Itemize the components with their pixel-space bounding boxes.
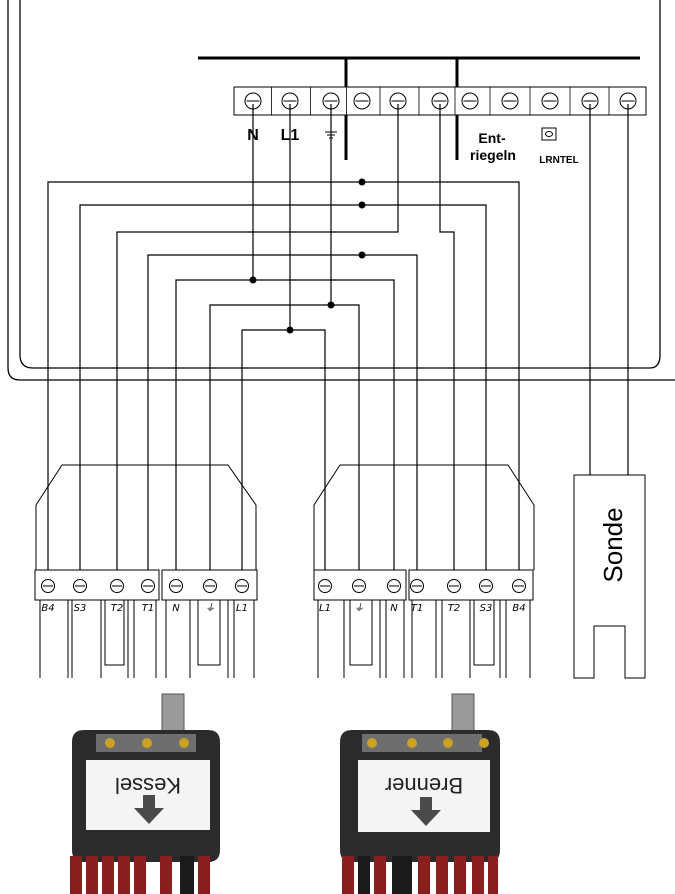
pin-label: N [172, 603, 180, 614]
sonde-probe: Sonde [573, 474, 646, 679]
terminal-screw-icon [141, 579, 155, 593]
kessel-plug: Kessel [70, 693, 220, 894]
terminal-screw-icon [512, 579, 526, 593]
junction-dot [358, 251, 366, 259]
plug-screw-icon [142, 738, 152, 748]
pin-label: L1 [236, 603, 248, 614]
terminal-screw-icon [447, 579, 461, 593]
pin-label: L1 [319, 603, 331, 614]
plug-screw-icon [179, 738, 189, 748]
terminal-screw-icon [389, 92, 407, 110]
pin-label: B4 [512, 603, 525, 614]
brenner-plug-label: Brenner [385, 773, 463, 798]
plug-screw-icon [479, 738, 489, 748]
junction-dot [358, 201, 366, 209]
brenner-plug: Brenner [340, 693, 500, 894]
brenner-connector-housing [313, 464, 535, 678]
pin-label: S3 [480, 603, 493, 614]
entriegeln-label-line2: riegeln [470, 147, 516, 163]
top-labels: N L1 Ent- riegeln LRNTEL [247, 122, 579, 166]
terminal-screw-icon [244, 92, 262, 110]
pin-label: T2 [448, 603, 460, 614]
plug-cable [451, 693, 475, 735]
sonde-label: Sonde [598, 507, 628, 582]
plug-screw-icon [367, 738, 377, 748]
pin-label: T2 [111, 603, 123, 614]
top-terminal-strip [233, 86, 647, 116]
terminal-screw-icon [410, 579, 424, 593]
pin-label: ⏚ [354, 603, 364, 614]
kessel-connector-housing [34, 464, 258, 678]
terminal-screw-icon [387, 579, 401, 593]
plug-screw-icon [105, 738, 115, 748]
down-arrow-icon [134, 795, 164, 824]
plug-pins [70, 856, 210, 894]
terminal-screw-icon [619, 92, 637, 110]
terminal-screw-icon [169, 579, 183, 593]
terminal-screw-icon [541, 92, 559, 110]
pin-label: ⏚ [205, 603, 215, 614]
entriegeln-label-line1: Ent- [478, 130, 506, 146]
brenner-pin-row: L1 ⏚ N T1 T2 S3 B4 [318, 579, 526, 614]
terminal-screw-icon [318, 579, 332, 593]
terminal-screw-icon [110, 579, 124, 593]
kessel-pin-row: B4 S3 T2 T1 N ⏚ L1 [41, 579, 249, 614]
junction-dot [249, 276, 257, 284]
terminal-screw-icon [479, 579, 493, 593]
kessel-plug-label: Kessel [115, 773, 181, 798]
wires [47, 104, 629, 570]
pin-label: N [390, 603, 398, 614]
terminal-screw-icon [73, 579, 87, 593]
plug-cable [161, 693, 185, 735]
junction-dot [286, 326, 294, 334]
terminal-screw-icon [461, 92, 479, 110]
terminal-screw-icon [353, 92, 371, 110]
housing-outline [7, 0, 675, 381]
down-arrow-icon [411, 797, 441, 826]
plug-top-plate [362, 734, 482, 752]
plug-screw-icon [407, 738, 417, 748]
terminal-screw-icon [352, 579, 366, 593]
pin-label: T1 [411, 603, 423, 614]
lrntel-label: LRNTEL [539, 155, 578, 166]
terminal-screw-icon [41, 579, 55, 593]
terminal-screw-icon [501, 92, 519, 110]
junction-dot [327, 301, 335, 309]
plug-screw-icon [443, 738, 453, 748]
terminal-screw-icon [235, 579, 249, 593]
junction-dot [358, 178, 366, 186]
lrntel-lamp-icon [541, 127, 557, 141]
junction-dots [249, 178, 366, 334]
pin-label: T1 [142, 603, 154, 614]
plug-pins [342, 856, 498, 894]
pin-label: B4 [41, 603, 54, 614]
terminal-screw-icon [203, 579, 217, 593]
pin-label: S3 [74, 603, 87, 614]
